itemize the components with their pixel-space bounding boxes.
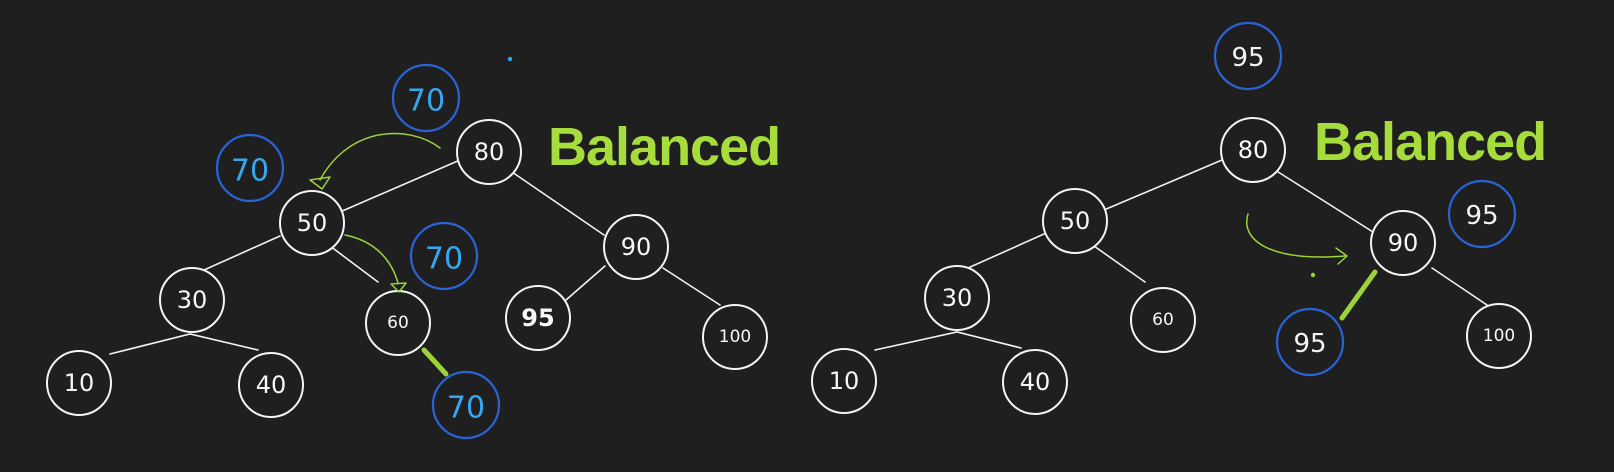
- right-annotation-95-top: 95: [1213, 21, 1283, 91]
- left-node-30: 30: [159, 267, 225, 333]
- svg-text:70: 70: [231, 154, 269, 189]
- left-tree: 80 50 90 30 60 95 100 10: [46, 56, 781, 440]
- right-edge-50-30: [967, 233, 1045, 269]
- left-green-edge-60-70: [421, 347, 449, 377]
- right-node-10: 10: [811, 348, 877, 414]
- svg-text:70: 70: [447, 391, 485, 426]
- right-node-40: 40: [1002, 349, 1068, 415]
- svg-text:40: 40: [1020, 368, 1051, 396]
- left-annotation-70-top: 70: [391, 63, 461, 133]
- cyan-dot: [507, 56, 513, 62]
- svg-text:60: 60: [387, 313, 409, 333]
- right-edge-80-50: [1103, 159, 1223, 211]
- svg-text:95: 95: [1293, 329, 1326, 359]
- svg-text:30: 30: [942, 284, 973, 312]
- svg-text:60: 60: [1152, 310, 1174, 330]
- right-tree: 80 50 90 30 60 100 10 40: [811, 21, 1547, 415]
- svg-text:100: 100: [719, 327, 751, 347]
- left-annotation-70-inserted: 70: [431, 370, 501, 440]
- left-edge-30-10-40: [109, 333, 259, 355]
- svg-text:90: 90: [1388, 229, 1419, 257]
- left-node-90: 90: [603, 214, 669, 280]
- left-edge-80-90: [511, 171, 605, 236]
- svg-text:80: 80: [474, 138, 505, 166]
- left-annotation-70-left: 70: [215, 133, 285, 203]
- left-edge-80-50: [339, 159, 461, 213]
- right-arrow-to-90: [1246, 213, 1346, 258]
- svg-text:10: 10: [829, 367, 860, 395]
- right-arrow-to-90-head: [1335, 247, 1348, 265]
- right-edge-90-100: [1431, 267, 1488, 306]
- svg-text:95: 95: [1465, 201, 1498, 231]
- right-node-60: 60: [1130, 287, 1196, 353]
- right-node-30: 30: [924, 265, 990, 331]
- green-dot: [1310, 272, 1316, 278]
- right-green-edge-90-95: [1339, 269, 1378, 321]
- left-arrow-50-to-60: [344, 234, 399, 284]
- svg-text:50: 50: [297, 209, 328, 237]
- svg-text:10: 10: [64, 369, 95, 397]
- left-node-60: 60: [365, 290, 431, 356]
- left-edge-90-95: [565, 265, 606, 301]
- left-node-95-overwritten: 95: [505, 285, 571, 351]
- left-arrow-80-to-50: [319, 132, 441, 181]
- right-edge-80-90: [1274, 169, 1374, 233]
- svg-text:95: 95: [521, 304, 554, 332]
- left-node-40: 40: [238, 352, 304, 418]
- left-node-80: 80: [456, 119, 522, 185]
- svg-text:90: 90: [621, 233, 652, 261]
- svg-text:40: 40: [256, 371, 287, 399]
- right-edge-30-10-40: [874, 331, 1022, 351]
- left-balanced-label: Balanced: [548, 117, 780, 177]
- svg-text:70: 70: [407, 84, 445, 119]
- left-node-10: 10: [46, 350, 112, 416]
- left-edge-50-60: [329, 245, 379, 283]
- right-node-50: 50: [1042, 188, 1108, 254]
- left-node-100: 100: [702, 304, 768, 370]
- right-annotation-95-inserted: 95: [1275, 307, 1345, 377]
- right-node-100: 100: [1466, 303, 1532, 369]
- svg-text:100: 100: [1483, 326, 1515, 346]
- left-annotation-70-mid: 70: [409, 221, 479, 291]
- svg-text:70: 70: [425, 242, 463, 277]
- left-arrow-80-to-50-head: [309, 176, 331, 190]
- left-edge-90-100: [662, 267, 721, 306]
- svg-text:30: 30: [177, 286, 208, 314]
- right-annotation-95-right: 95: [1447, 179, 1517, 249]
- svg-text:95: 95: [1231, 43, 1264, 73]
- left-node-50: 50: [279, 190, 345, 256]
- right-node-80: 80: [1220, 117, 1286, 183]
- right-node-90: 90: [1370, 210, 1436, 276]
- svg-text:50: 50: [1060, 207, 1091, 235]
- right-edge-50-60: [1093, 245, 1146, 283]
- left-arrow-50-to-60-head: [390, 282, 407, 293]
- svg-text:80: 80: [1238, 136, 1269, 164]
- left-edge-50-30: [203, 235, 281, 271]
- right-balanced-label: Balanced: [1314, 112, 1546, 172]
